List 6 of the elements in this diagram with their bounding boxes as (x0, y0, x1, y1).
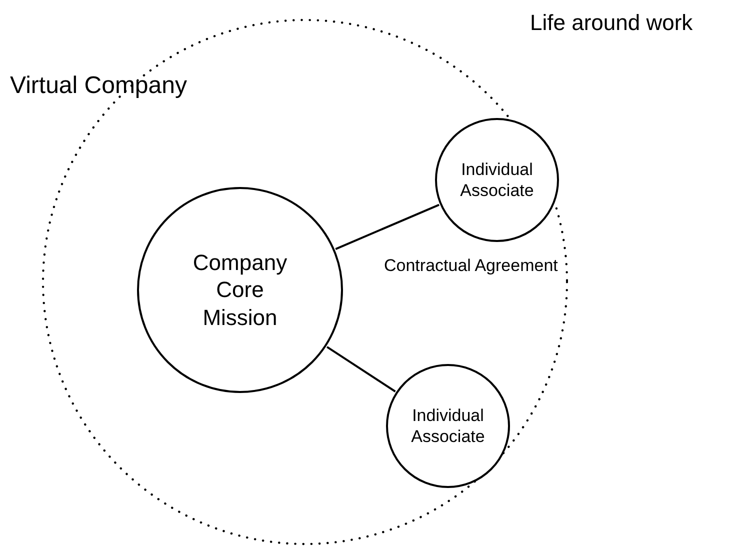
connector-line (326, 346, 396, 392)
connector-line (335, 204, 440, 250)
annotation-text: Contractual Agreement (384, 256, 558, 276)
circle-node: Company Core Mission (137, 187, 343, 393)
group-title: Virtual Company (10, 72, 187, 100)
corner-caption: Life around work (530, 10, 693, 36)
